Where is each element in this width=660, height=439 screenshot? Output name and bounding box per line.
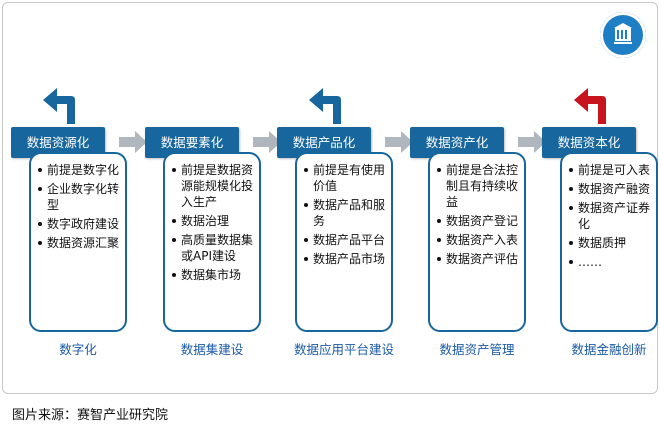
stage-item: 数据资产入表: [437, 233, 519, 247]
stage-caption: 数字化: [59, 342, 97, 357]
stage-item-list: 前提是合法控制且有持续收益数据资产登记数据资产入表数据资产评估: [430, 154, 524, 267]
return-arrow-icon: [43, 88, 75, 124]
image-source: 图片来源：赛智产业研究院: [12, 408, 169, 423]
stage-item-list: 前提是数据资源能规模化投入生产数据治理高质量数据集或API建设数据集市场: [165, 154, 259, 283]
stage-card: 前提是合法控制且有持续收益数据资产登记数据资产入表数据资产评估: [428, 152, 526, 332]
stage-item: 数据质押: [569, 235, 650, 251]
stage-item: 企业数字化转型: [38, 182, 120, 212]
return-arrow-icon: [574, 88, 606, 124]
stage-caption: 数据金融创新: [571, 342, 647, 357]
stage-item: ……: [569, 254, 650, 270]
stage-item-list: 前提是数字化企业数字化转型数字政府建设数据资源汇聚: [31, 154, 125, 251]
stage-item: 数据资源汇聚: [38, 236, 120, 250]
stage-caption: 数据集建设: [180, 342, 244, 357]
flow-arrow-icon: [385, 131, 413, 153]
flow-arrow-icon: [518, 131, 546, 153]
stage-card: 前提是数字化企业数字化转型数字政府建设数据资源汇聚: [29, 152, 127, 332]
stage-card: 前提是有使用价值数据产品和服务数据产品平台数据产品市场: [295, 152, 393, 332]
stage-item: 数据治理: [172, 213, 253, 229]
stage-item: 前提是可入表: [569, 163, 651, 177]
stage-item: 前提是合法控制且有持续收益: [437, 163, 519, 209]
stage-item: 数据产品和服务: [304, 198, 386, 228]
stage-item: 数据资产融资: [569, 182, 651, 196]
stage-item: 高质量数据集或API建设: [172, 233, 254, 263]
stage-item: 数据产品平台: [304, 233, 386, 247]
stage-card: 前提是可入表数据资产融资数据资产证券化数据质押 ……: [560, 152, 658, 332]
stage-item: 数据产品市场: [304, 252, 386, 266]
stage-item: 数据资产登记: [437, 214, 519, 228]
return-arrow-icon: [309, 88, 341, 124]
stage-card: 前提是数据资源能规模化投入生产数据治理高质量数据集或API建设数据集市场: [163, 152, 261, 332]
stage-caption: 数据资产管理: [439, 342, 515, 357]
institute-logo: [600, 12, 646, 58]
stage-item: 数字政府建设: [38, 217, 120, 231]
stage-caption: 数据应用平台建设: [293, 342, 394, 357]
stage-item: 前提是有使用价值: [304, 163, 386, 193]
flow-arrow-icon: [119, 131, 147, 153]
stage-item: 前提是数据资源能规模化投入生产: [172, 163, 254, 209]
stage-item: 前提是数字化: [38, 163, 120, 177]
flow-arrow-icon: [253, 131, 281, 153]
stage-item-list: 前提是有使用价值数据产品和服务数据产品平台数据产品市场: [297, 154, 391, 267]
stage-item: 数据资产证券化: [569, 201, 651, 231]
stage-item: 数据集市场: [172, 267, 253, 283]
stage-item: 数据资产评估: [437, 252, 519, 266]
stage-item-list: 前提是可入表数据资产融资数据资产证券化数据质押 ……: [562, 154, 656, 270]
